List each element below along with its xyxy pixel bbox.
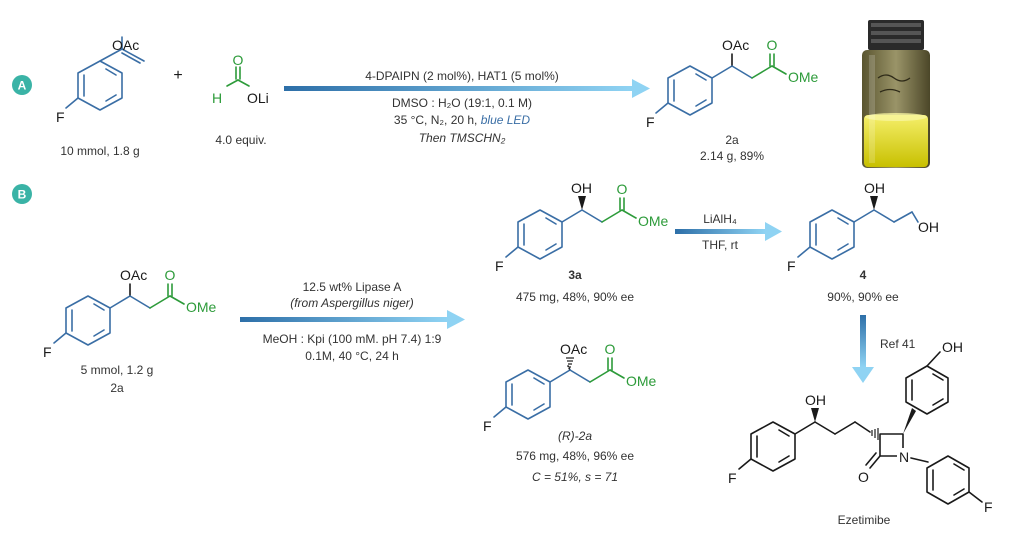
product-r2a-result: 576 mg, 48%, 96% ee	[516, 449, 634, 463]
product-2a-f-label: F	[646, 114, 655, 130]
conditions-a-line2: DMSO : H₂O (19:1, 0.1 M)	[392, 96, 532, 110]
product-r2a-oac-label: OAc	[560, 341, 587, 357]
substrate-b-amount: 5 mmol, 1.2 g	[81, 363, 154, 377]
reagent-amount: 4.0 equiv.	[215, 133, 266, 147]
substrate-b-ome-label: OMe	[186, 299, 217, 315]
reduction-line2: THF, rt	[702, 238, 739, 252]
ezetimibe-f-right-label: F	[984, 499, 993, 515]
substrate-a-f-label: F	[56, 109, 65, 125]
substrate-b-structure: OAc O OMe F	[43, 267, 217, 360]
substrate-b-oac-label: OAc	[120, 267, 147, 283]
resolution-line3: MeOH : Kpi (100 mM. pH 7.4) 1:9	[263, 332, 442, 346]
substrate-a-amount: 10 mmol, 1.8 g	[60, 144, 139, 158]
reaction-arrow-d	[852, 315, 874, 383]
product-2a-name: 2a	[725, 133, 739, 147]
substrate-b-o-label: O	[165, 267, 176, 283]
ezetimibe-n-label: N	[899, 449, 909, 465]
product-4-structure: OH OH F	[787, 180, 939, 274]
conditions-a-line3: 35 °C, N₂, 20 h, blue LED	[394, 113, 531, 127]
reaction-arrow-c	[675, 222, 782, 241]
ezetimibe-oh-top-label: OH	[942, 339, 963, 355]
product-4-f-label: F	[787, 258, 796, 274]
product-r2a-ome-label: OMe	[626, 373, 657, 389]
product-2a-ome-label: OMe	[788, 69, 819, 85]
product-r2a-o-label: O	[605, 341, 616, 357]
ezetimibe-o-label: O	[858, 469, 869, 485]
product-r2a-structure: OAc O OMe F	[483, 341, 657, 434]
product-r2a-f-label: F	[483, 418, 492, 434]
product-3a-structure: OH O OMe F	[495, 180, 669, 274]
formate-h-label: H	[212, 90, 222, 106]
product-r2a-name: (R)-2a	[558, 429, 592, 443]
reaction-arrow-b	[240, 310, 465, 329]
svg-text:B: B	[18, 188, 27, 202]
product-2a-structure: OAc O OMe F	[646, 37, 819, 130]
product-2a-o-label: O	[767, 37, 778, 53]
reduction-line1: LiAlH₄	[703, 212, 737, 226]
substrate-a-oac-label: OAc	[112, 37, 139, 53]
blue-led-label: blue LED	[481, 113, 531, 127]
substrate-b-name: 2a	[110, 381, 124, 395]
product-3a-ome-label: OMe	[638, 213, 669, 229]
conditions-a-line4: Then TMSCHN₂	[419, 131, 506, 145]
product-3a-result: 475 mg, 48%, 90% ee	[516, 290, 634, 304]
product-2a-oac-label: OAc	[722, 37, 749, 53]
ezetimibe-structure: F OH O N OH F	[728, 339, 993, 515]
product-2a-yield: 2.14 g, 89%	[700, 149, 764, 163]
substrate-a-structure: OAc F	[56, 36, 145, 125]
plus-sign: +	[173, 67, 182, 84]
ezetimibe-f-left-label: F	[728, 470, 737, 486]
product-vial-photo	[853, 15, 939, 171]
reference-label: Ref 41	[880, 337, 916, 351]
badge-b: B	[12, 184, 32, 204]
product-3a-name: 3a	[568, 268, 582, 282]
svg-text:A: A	[18, 79, 27, 93]
product-3a-f-label: F	[495, 258, 504, 274]
ezetimibe-oh-side-label: OH	[805, 392, 826, 408]
formate-o-label: O	[233, 52, 244, 68]
substrate-b-f-label: F	[43, 344, 52, 360]
badge-a: A	[12, 75, 32, 95]
product-4-oh-end-label: OH	[918, 219, 939, 235]
ezetimibe-name: Ezetimibe	[838, 513, 891, 527]
formate-oli-label: OLi	[247, 90, 269, 106]
resolution-line4: 0.1M, 40 °C, 24 h	[305, 349, 399, 363]
lithium-formate-structure: O H OLi	[212, 52, 269, 106]
product-4-name: 4	[860, 268, 867, 282]
product-3a-o-label: O	[617, 181, 628, 197]
product-4-oh-top-label: OH	[864, 180, 885, 196]
resolution-line2: (from Aspergillus niger)	[290, 296, 414, 310]
resolution-line1: 12.5 wt% Lipase A	[303, 280, 402, 294]
product-r2a-selectivity: C = 51%, s = 71	[532, 470, 618, 484]
product-4-result: 90%, 90% ee	[827, 290, 899, 304]
product-3a-oh-label: OH	[571, 180, 592, 196]
conditions-a-line1: 4-DPAIPN (2 mol%), HAT1 (5 mol%)	[365, 69, 559, 83]
reaction-arrow-a	[284, 79, 650, 98]
